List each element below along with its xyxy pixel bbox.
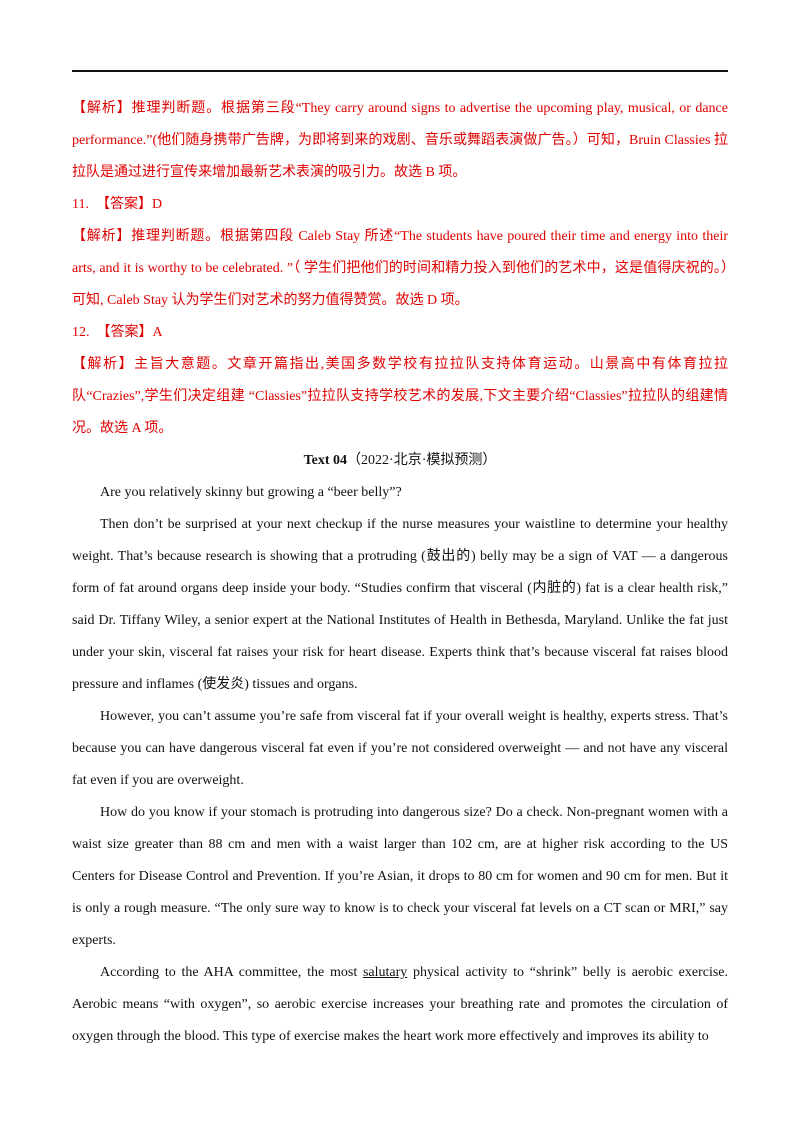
- q12-analysis: 【解析】主旨大意题。文章开篇指出,美国多数学校有拉拉队支持体育运动。山景高中有体…: [72, 349, 728, 445]
- text04-title-rest: （2022·北京·模拟预测）: [347, 453, 497, 468]
- p5-before: According to the AHA committee, the most: [100, 965, 363, 980]
- q12-answer-tag: 【答案】: [96, 325, 153, 340]
- q12-answer: 12. 【答案】A: [72, 317, 728, 349]
- q10-analysis-text: 推理判断题。根据第三段“They carry around signs to a…: [72, 101, 728, 180]
- q11-answer-tag: 【答案】: [95, 197, 152, 212]
- header-rule: [72, 70, 728, 72]
- text04-paragraph-2: Then don’t be surprised at your next che…: [72, 517, 728, 692]
- q12-analysis-tag: 【解析】: [72, 357, 135, 372]
- q11-number: 11.: [72, 197, 89, 212]
- q12-analysis-text: 主旨大意题。文章开篇指出,美国多数学校有拉拉队支持体育运动。山景高中有体育拉拉队…: [72, 357, 729, 436]
- text04-title: Text 04（2022·北京·模拟预测）: [72, 445, 728, 477]
- q11-answer: 11. 【答案】D: [72, 189, 728, 221]
- text04-paragraph-4: How do you know if your stomach is protr…: [72, 805, 728, 948]
- q10-analysis-tag: 【解析】: [72, 101, 132, 116]
- q11-analysis-text: 推理判断题。根据第四段 Caleb Stay 所述“The students h…: [72, 229, 729, 308]
- q11-answer-value: D: [151, 197, 163, 212]
- text04-paragraph-1: Are you relatively skinny but growing a …: [100, 485, 402, 500]
- q12-answer-value: A: [152, 325, 163, 340]
- q11-analysis-tag: 【解析】: [72, 229, 132, 244]
- text04-paragraph-3: However, you can’t assume you’re safe fr…: [72, 709, 728, 788]
- q11-analysis: 【解析】推理判断题。根据第四段 Caleb Stay 所述“The studen…: [72, 221, 728, 317]
- q12-number: 12.: [72, 325, 90, 340]
- text04-title-bold: Text 04: [303, 453, 348, 468]
- p5-after: physical activity to “shrink” belly is a…: [72, 965, 729, 1044]
- salutary-underlined-word: salutary: [362, 965, 408, 980]
- document-body: 【解析】推理判断题。根据第三段“They carry around signs …: [72, 93, 728, 1053]
- text04-paragraph-5: According to the AHA committee, the most…: [72, 957, 728, 1053]
- q10-analysis: 【解析】推理判断题。根据第三段“They carry around signs …: [72, 93, 728, 189]
